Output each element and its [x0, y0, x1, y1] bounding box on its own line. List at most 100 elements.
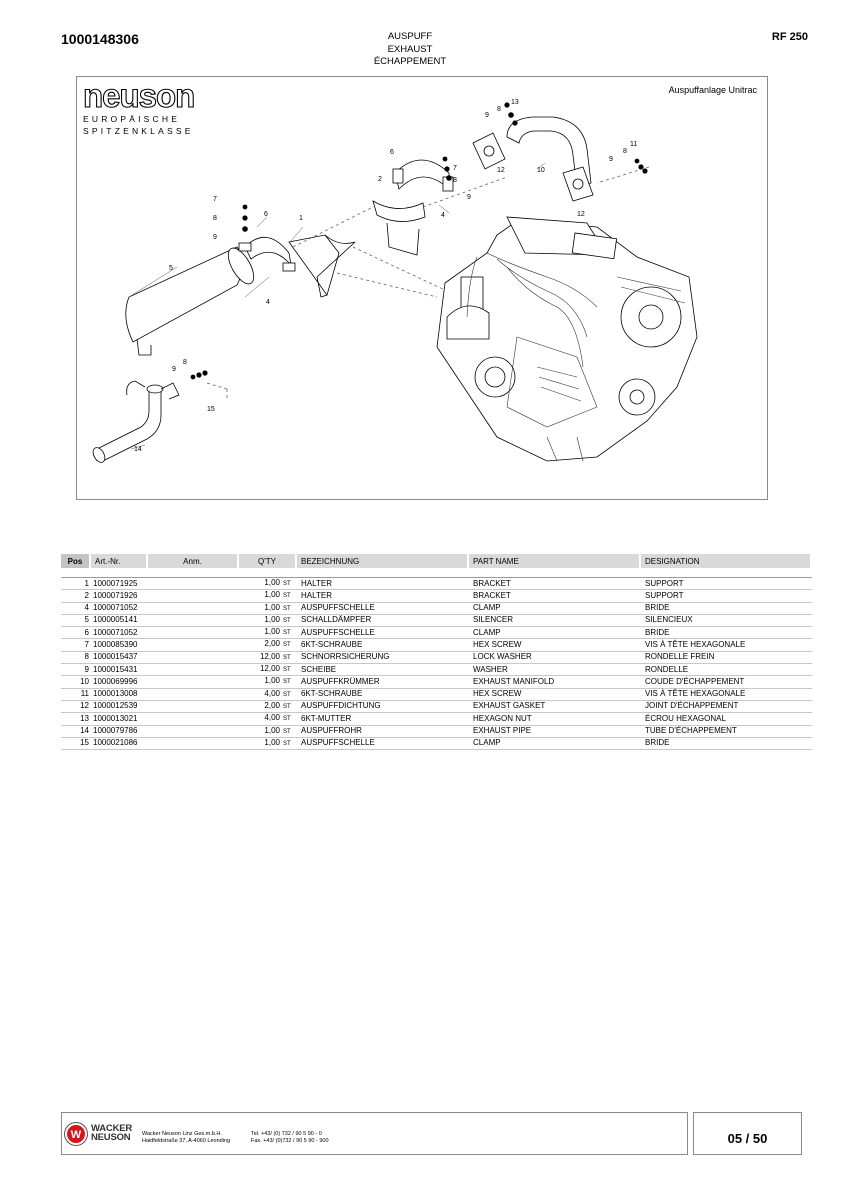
cell-des: SUPPORT: [641, 590, 812, 603]
cell-pos: 1: [61, 578, 91, 591]
cell-bez: AUSPUFFROHR: [297, 726, 469, 738]
callout-8-pipe: 8: [183, 359, 187, 366]
contact-info: Tel. +43/ (0) 732 / 90 5 90 - 0 Fax. +43…: [251, 1131, 329, 1145]
cell-anm: [148, 639, 239, 652]
qty-value: 1,00: [264, 590, 280, 600]
cell-pos: 5: [61, 615, 91, 628]
svg-text:10: 10: [537, 167, 545, 174]
qty-unit: ST: [283, 691, 291, 698]
cell-art: 1000012539: [91, 701, 148, 714]
svg-text:7: 7: [213, 196, 217, 203]
svg-text:2: 2: [378, 176, 382, 183]
cell-des: SUPPORT: [641, 578, 812, 591]
cell-anm: [148, 603, 239, 615]
tagline-line-1: EUROPÄISCHE: [83, 114, 181, 124]
cell-art: 1000071052: [91, 627, 148, 640]
brand-tagline: EUROPÄISCHE SPITZENKLASSE: [83, 113, 194, 137]
callout-labels: 1 2 4 4 5 6 6 7 7 8 8 8 8 9 9 9 9 10 11 …: [134, 99, 637, 453]
cell-anm: [148, 652, 239, 665]
cell-anm: [148, 664, 239, 677]
cell-art: 1000079786: [91, 726, 148, 738]
cell-part: EXHAUST MANIFOLD: [469, 676, 641, 689]
document-number: 1000148306: [61, 31, 139, 47]
qty-unit: ST: [283, 642, 291, 649]
title-de: AUSPUFF: [387, 31, 433, 42]
cell-art: 1000071052: [91, 603, 148, 615]
cell-anm: [148, 676, 239, 689]
cell-part: LOCK WASHER: [469, 652, 641, 665]
qty-unit: ST: [283, 703, 291, 710]
qty-value: 1,00: [264, 676, 280, 686]
wacker-neuson-logo-text: WACKER NEUSON: [91, 1124, 132, 1143]
company-name: Wacker Neuson Linz Ges.m.b.H.: [142, 1131, 222, 1137]
cell-part: EXHAUST GASKET: [469, 701, 641, 714]
cell-art: 1000071925: [91, 578, 148, 591]
svg-text:4: 4: [266, 299, 270, 306]
cell-bez: AUSPUFFSCHELLE: [297, 627, 469, 640]
model-name: RF 250: [771, 31, 808, 43]
qty-value: 1,00: [264, 627, 280, 637]
cell-des: BRIDE: [641, 627, 812, 640]
svg-text:14: 14: [134, 446, 142, 453]
svg-text:9: 9: [467, 194, 471, 201]
col-header-bezeichnung: BEZEICHNUNG: [297, 554, 469, 568]
cell-anm: [148, 615, 239, 628]
cell-anm: [148, 701, 239, 714]
qty-value: 2,00: [264, 639, 280, 649]
street-address: Haidfeldstraße 37, A-4060 Leonding: [142, 1138, 231, 1144]
cell-des: BRIDE: [641, 603, 812, 615]
cell-pos: 12: [61, 701, 91, 714]
cell-part: EXHAUST PIPE: [469, 726, 641, 738]
qty-value: 2,00: [264, 700, 280, 710]
cell-part: SILENCER: [469, 615, 641, 628]
cell-pos: 13: [61, 713, 91, 726]
title-en: EXHAUST: [387, 43, 433, 55]
qty-value: 12,00: [259, 664, 280, 674]
cell-pos: 15: [61, 738, 91, 751]
cell-art: 1000071926: [91, 590, 148, 603]
cell-bez: SCHNORRSICHERUNG: [297, 652, 469, 665]
cell-anm: [148, 738, 239, 751]
cell-bez: 6KT-MUTTER: [297, 713, 469, 726]
svg-text:8: 8: [453, 177, 457, 184]
cell-des: ÉCROU HEXAGONAL: [641, 713, 812, 726]
table-header-row: Pos Art.-Nr. Anm. Q'TY BEZEICHNUNG PART …: [61, 554, 812, 568]
qty-unit: ST: [283, 667, 291, 674]
qty-value: 1,00: [264, 737, 280, 747]
svg-text:8: 8: [497, 106, 501, 113]
cell-part: HEX SCREW: [469, 689, 641, 701]
cell-bez: AUSPUFFDICHTUNG: [297, 701, 469, 714]
cell-pos: 11: [61, 689, 91, 701]
svg-text:1: 1: [299, 215, 303, 222]
qty-unit: ST: [283, 716, 291, 723]
qty-unit: ST: [283, 654, 291, 661]
parts-drawing: [92, 102, 698, 463]
cell-des: RONDELLE FREIN: [641, 652, 812, 665]
cell-des: TUBE D'ÉCHAPPEMENT: [641, 726, 812, 738]
qty-unit: ST: [283, 593, 291, 600]
svg-text:9: 9: [213, 234, 217, 241]
cell-part: WASHER: [469, 664, 641, 677]
qty-unit: ST: [283, 728, 291, 735]
cell-bez: AUSPUFFSCHELLE: [297, 603, 469, 615]
cell-part: HEXAGON NUT: [469, 713, 641, 726]
cell-pos: 14: [61, 726, 91, 738]
col-header-designation: DESIGNATION: [641, 554, 812, 568]
fax: Fax. +43/ (0)732 / 90 5 90 - 900: [251, 1138, 329, 1144]
col-header-art: Art.-Nr.: [91, 554, 148, 568]
cell-bez: 6KT-SCHRAUBE: [297, 689, 469, 701]
cell-art: 1000013008: [91, 689, 148, 701]
